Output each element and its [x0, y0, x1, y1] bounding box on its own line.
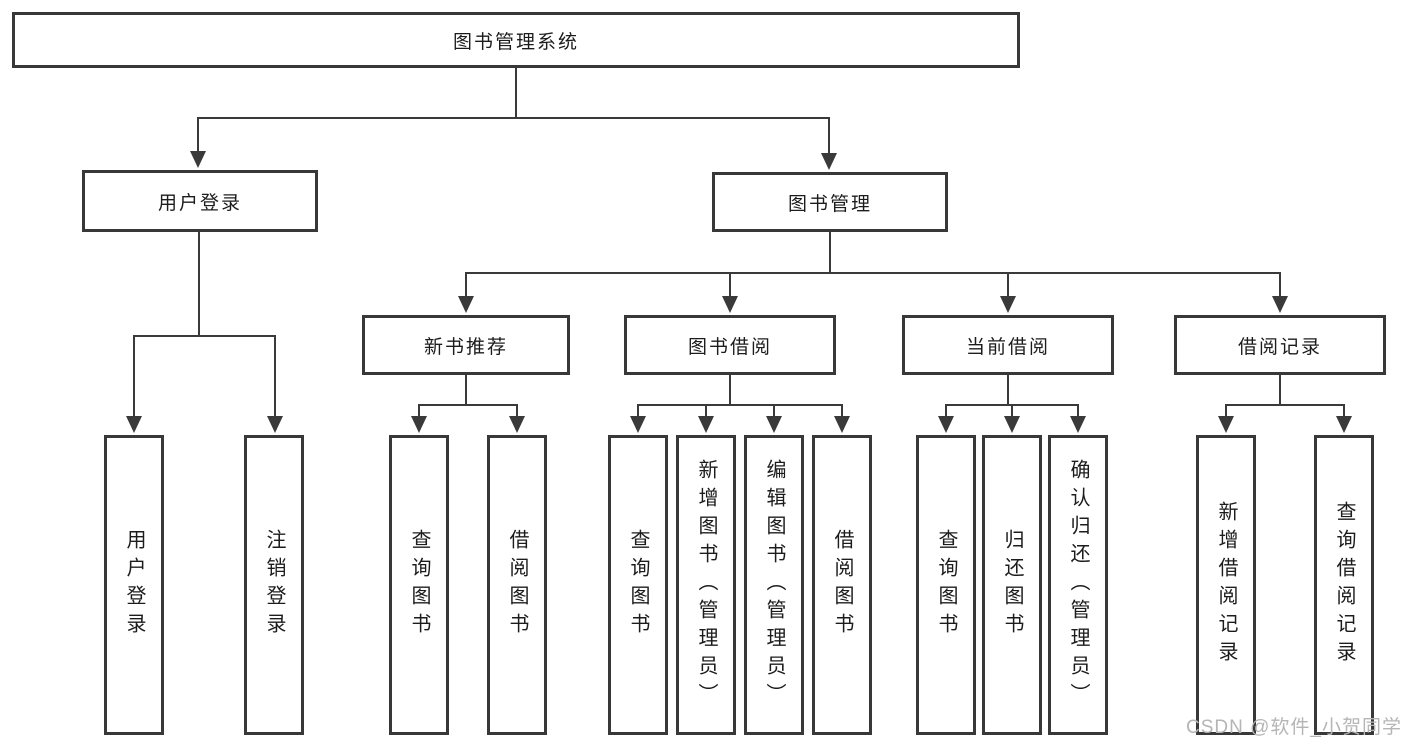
connector-drop-user-login: [197, 117, 199, 154]
node-book-management-label: 图书管理: [787, 193, 872, 215]
connector-drop: [1225, 404, 1227, 418]
connector-book-management-stem: [829, 232, 831, 273]
leaf-query-book-borrow: 查询图书: [608, 435, 668, 735]
connector-drop: [1077, 404, 1079, 418]
leaf-query-book-recommend-label: 查询图书: [408, 529, 430, 641]
leaf-user-login: 用户登录: [104, 435, 164, 735]
arrow-down-icon: [509, 416, 525, 433]
node-borrow-records: 借阅记录: [1174, 315, 1386, 375]
arrow-down-icon: [938, 416, 954, 433]
node-new-book-recommend: 新书推荐: [362, 315, 570, 375]
connector-root-rail: [197, 117, 830, 119]
connector-recommend-stem: [465, 375, 467, 405]
node-borrow-records-label: 借阅记录: [1237, 336, 1322, 358]
leaf-borrow-book-borrow: 借阅图书: [812, 435, 872, 735]
connector-borrow-rail: [637, 404, 843, 406]
connector-drop: [418, 404, 420, 418]
connector-records-rail: [1225, 404, 1345, 406]
node-current-borrow-label: 当前借阅: [965, 336, 1050, 358]
leaf-borrow-book-borrow-label: 借阅图书: [831, 529, 853, 641]
connector-recommend-rail: [418, 404, 518, 406]
leaf-confirm-return: 确认归还（管理员）: [1048, 435, 1108, 735]
arrow-down-icon: [1070, 416, 1086, 433]
connector-records-stem: [1279, 375, 1281, 405]
node-book-borrow: 图书借阅: [624, 315, 836, 375]
leaf-borrow-book-recommend-label: 借阅图书: [506, 529, 528, 641]
leaf-confirm-return-label: 确认归还（管理员）: [1067, 459, 1089, 711]
arrow-down-icon: [1218, 416, 1234, 433]
arrow-down-icon: [1272, 296, 1288, 313]
connector-drop: [841, 404, 843, 418]
node-user-login-label: 用户登录: [157, 192, 242, 214]
arrow-down-icon: [411, 416, 427, 433]
connector-drop-book-borrow: [729, 272, 731, 298]
arrow-down-icon: [190, 151, 206, 168]
leaf-add-book: 新增图书（管理员）: [676, 435, 736, 735]
arrow-down-icon: [698, 416, 714, 433]
arrow-down-icon: [1336, 416, 1352, 433]
leaf-query-book-current: 查询图书: [916, 435, 976, 735]
arrow-down-icon: [1000, 296, 1016, 313]
connector-drop: [705, 404, 707, 418]
connector-drop-current-borrow: [1007, 272, 1009, 298]
arrow-down-icon: [126, 416, 142, 433]
node-book-borrow-label: 图书借阅: [687, 336, 772, 358]
node-user-login: 用户登录: [82, 170, 318, 232]
arrow-down-icon: [821, 153, 837, 170]
connector-root-stem: [515, 68, 517, 118]
leaf-query-book-borrow-label: 查询图书: [627, 529, 649, 641]
leaf-logout: 注销登录: [244, 435, 304, 735]
connector-drop: [773, 404, 775, 418]
arrow-down-icon: [267, 416, 283, 433]
connector-drop-leaf-user-login: [133, 335, 135, 417]
connector-drop: [637, 404, 639, 418]
connector-drop-new-book-recommend: [465, 272, 467, 298]
leaf-query-book-recommend: 查询图书: [389, 435, 449, 735]
connector-drop-leaf-logout: [274, 335, 276, 417]
node-current-borrow: 当前借阅: [902, 315, 1114, 375]
connector-user-login-rail: [133, 335, 276, 337]
connector-drop: [945, 404, 947, 418]
connector-user-login-stem: [198, 232, 200, 336]
leaf-query-borrow-record: 查询借阅记录: [1314, 435, 1374, 735]
csdn-watermark: CSDN @软件_小贺同学: [1186, 717, 1402, 738]
leaf-edit-book-label: 编辑图书（管理员）: [763, 459, 785, 711]
node-new-book-recommend-label: 新书推荐: [423, 336, 508, 358]
connector-drop-borrow-records: [1279, 272, 1281, 298]
leaf-edit-book: 编辑图书（管理员）: [744, 435, 804, 735]
arrow-down-icon: [458, 296, 474, 313]
leaf-query-book-current-label: 查询图书: [935, 529, 957, 641]
connector-book-management-rail: [465, 272, 1281, 274]
arrow-down-icon: [722, 296, 738, 313]
leaf-logout-label: 注销登录: [263, 529, 285, 641]
node-book-management: 图书管理: [712, 172, 948, 232]
leaf-return-book: 归还图书: [982, 435, 1042, 735]
connector-current-stem: [1007, 375, 1009, 405]
node-root-label: 图书管理系统: [452, 31, 579, 53]
connector-drop: [1011, 404, 1013, 418]
connector-drop-book-management: [828, 117, 830, 156]
leaf-return-book-label: 归还图书: [1001, 529, 1023, 641]
leaf-user-login-label: 用户登录: [123, 529, 145, 641]
connector-drop: [1343, 404, 1345, 418]
arrow-down-icon: [834, 416, 850, 433]
leaf-borrow-book-recommend: 借阅图书: [487, 435, 547, 735]
connector-borrow-stem: [729, 375, 731, 405]
connector-drop: [516, 404, 518, 418]
leaf-add-book-label: 新增图书（管理员）: [695, 459, 717, 711]
leaf-query-borrow-record-label: 查询借阅记录: [1333, 501, 1355, 669]
arrow-down-icon: [766, 416, 782, 433]
arrow-down-icon: [1004, 416, 1020, 433]
leaf-add-borrow-record-label: 新增借阅记录: [1215, 501, 1237, 669]
leaf-add-borrow-record: 新增借阅记录: [1196, 435, 1256, 735]
arrow-down-icon: [630, 416, 646, 433]
node-root: 图书管理系统: [12, 12, 1020, 68]
